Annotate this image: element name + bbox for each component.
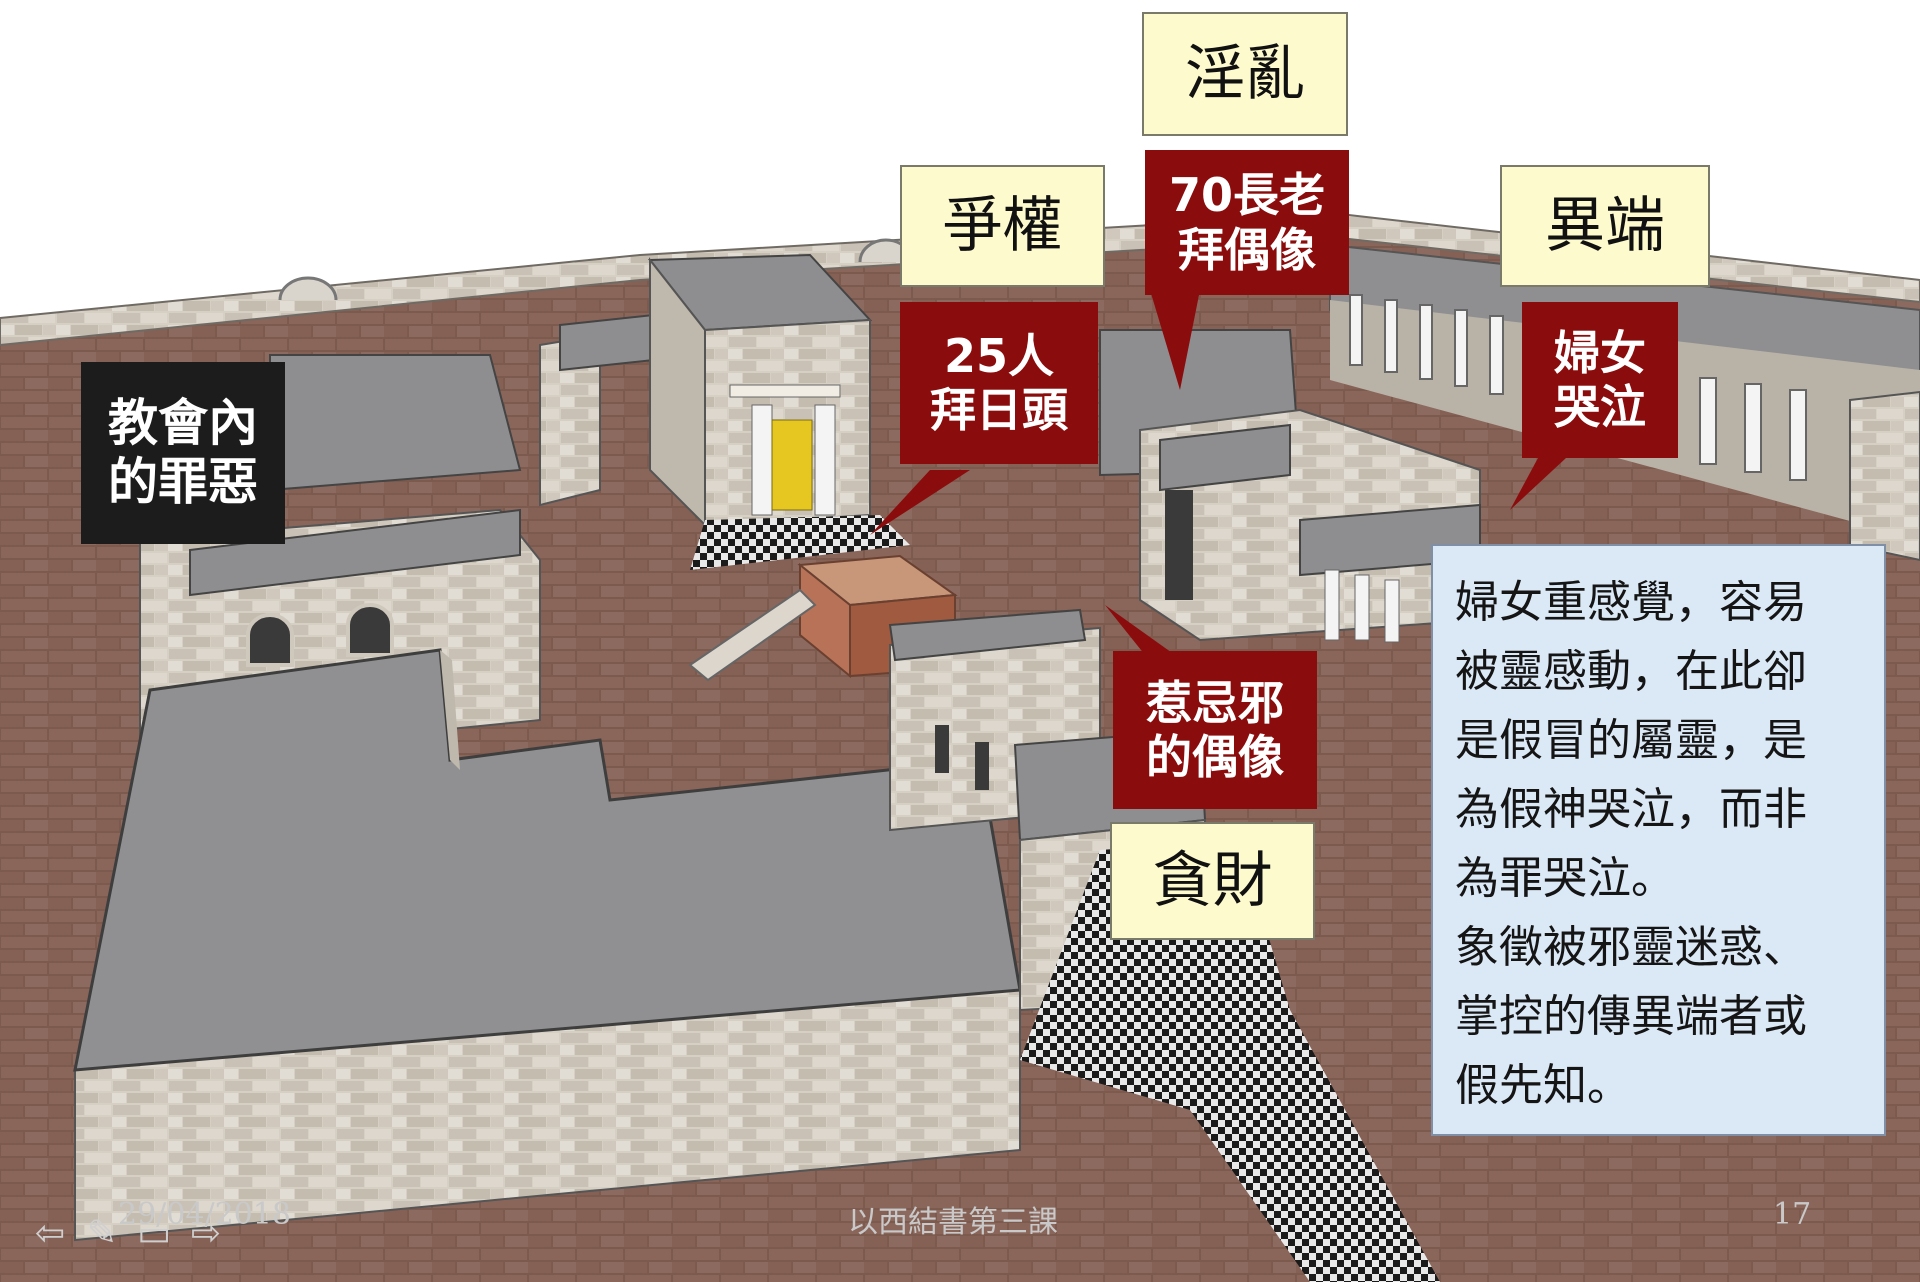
label-women-weeping: 婦女 哭泣 — [1522, 302, 1678, 458]
label-jealousy-idol: 惹忌邪 的偶像 — [1113, 651, 1317, 809]
colonnade-pillars — [1349, 294, 1807, 481]
footer-page-number: 17 — [1773, 1197, 1812, 1232]
label-elders-idols: 70長老 拜偶像 — [1145, 150, 1349, 295]
golden-door — [771, 419, 813, 511]
label-greed: 貪財 — [1110, 822, 1315, 940]
label-power-struggle: 爭權 — [900, 165, 1105, 287]
menu-icon[interactable]: ▭ — [136, 1213, 171, 1254]
footer-date: 29/04/2018 — [118, 1197, 291, 1232]
prev-arrow-icon[interactable]: ⇦ — [34, 1213, 66, 1254]
label-heresy: 異端 — [1500, 165, 1710, 287]
label-sun-worship: 25人 拜日頭 — [900, 302, 1098, 464]
label-fornication: 淫亂 — [1142, 12, 1348, 136]
sanctuary-steps — [690, 515, 910, 570]
slide-nav: ⇦ ✎ ▭ ⇨ — [30, 1214, 226, 1254]
next-arrow-icon[interactable]: ⇨ — [190, 1213, 222, 1254]
label-church-sin: 教會內 的罪惡 — [81, 362, 285, 544]
checkered-path — [1020, 840, 1440, 1282]
pen-icon[interactable]: ✎ — [86, 1213, 118, 1254]
footer-title: 以西結書第三課 — [848, 1205, 1058, 1240]
explanation-note: 婦女重感覺，容易 被靈感動，在此卻 是假冒的屬靈，是 為假神哭泣，而非 為罪哭泣… — [1431, 544, 1886, 1136]
